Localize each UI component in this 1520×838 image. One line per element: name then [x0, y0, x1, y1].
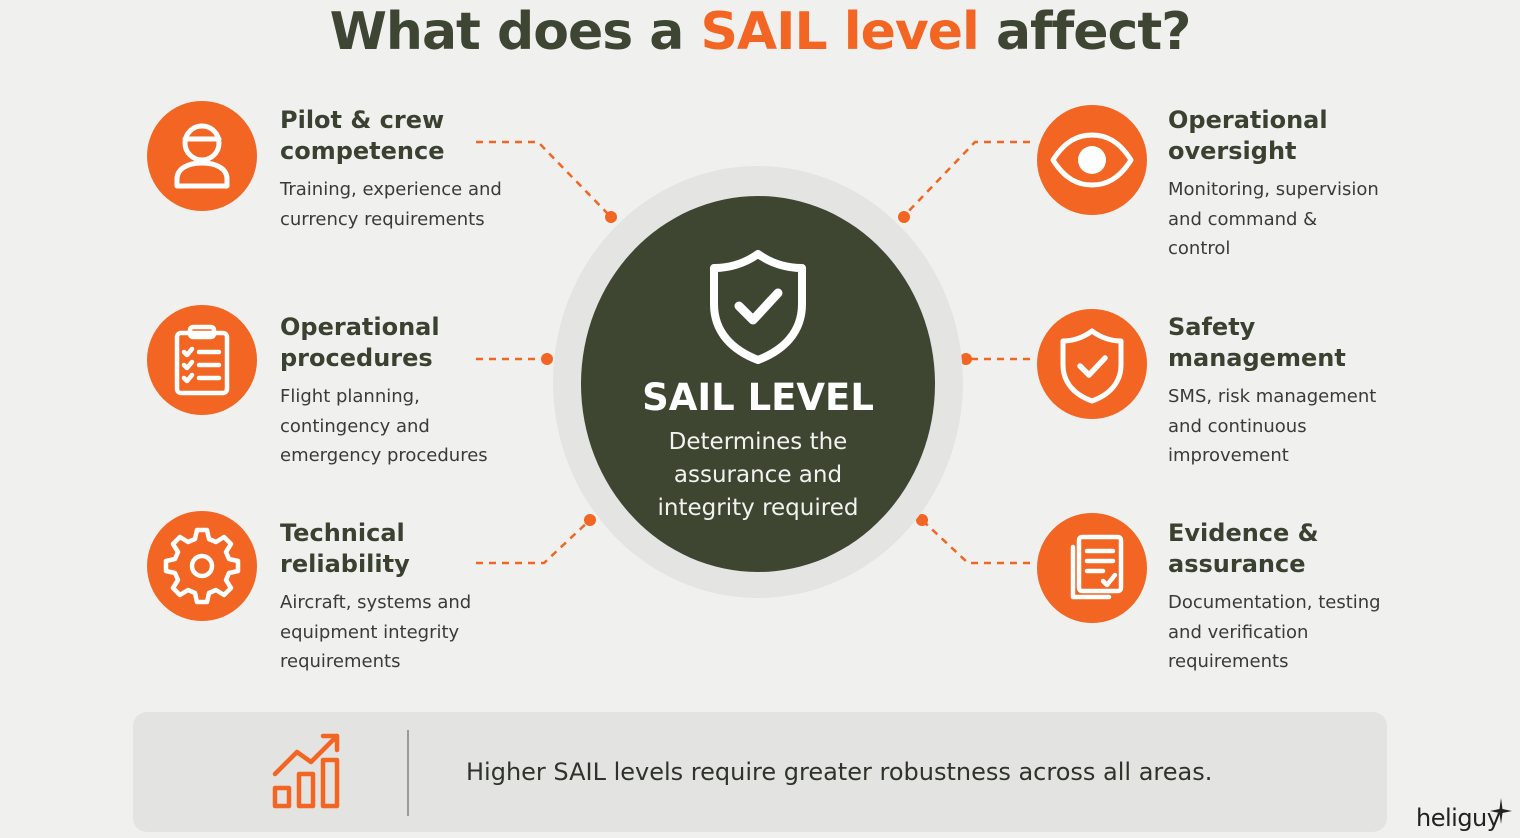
- connector-dot: [584, 514, 596, 526]
- connector-dot: [541, 353, 553, 365]
- footer-text: Higher SAIL levels require greater robus…: [466, 758, 1213, 786]
- title-before: What does a: [329, 2, 701, 62]
- footer-banner: Higher SAIL levels require greater robus…: [133, 712, 1387, 832]
- gear-icon: [163, 527, 241, 605]
- connector-oversight: [903, 140, 1030, 217]
- page-title: What does a SAIL level affect?: [0, 2, 1520, 62]
- brand-logo: heliguy: [1416, 804, 1501, 832]
- clipboard-checklist-icon: [174, 324, 230, 396]
- title-highlight: SAIL level: [700, 2, 979, 62]
- item-operational-procedures: Operational procedures Flight planning, …: [280, 312, 540, 471]
- shield-icon-badge: [1037, 309, 1147, 419]
- bar-chart-growth-icon: [272, 733, 340, 809]
- item-title: Operational oversight: [1168, 106, 1328, 165]
- item-title: Technical reliability: [280, 519, 410, 578]
- connector-technical: [476, 519, 591, 565]
- clipboard-icon-badge: [147, 305, 257, 415]
- item-description: Training, experience and currency requir…: [280, 179, 502, 230]
- connector-evidence: [921, 519, 1030, 565]
- item-technical-reliability: Technical reliability Aircraft, systems …: [280, 518, 520, 677]
- center-circle: SAIL LEVEL Determines the assurance and …: [581, 196, 935, 572]
- item-safety-management: Safety management SMS, risk management a…: [1168, 312, 1408, 471]
- item-evidence-assurance: Evidence & assurance Documentation, test…: [1168, 518, 1408, 677]
- item-title: Evidence & assurance: [1168, 519, 1319, 578]
- item-description: Documentation, testing and verification …: [1168, 592, 1381, 672]
- eye-icon-badge: [1037, 105, 1147, 215]
- pilot-icon: [174, 123, 230, 189]
- item-description: SMS, risk management and continuous impr…: [1168, 386, 1377, 466]
- pilot-icon-badge: [147, 101, 257, 211]
- connector-dot: [916, 514, 928, 526]
- item-title: Operational procedures: [280, 313, 440, 372]
- item-pilot-crew: Pilot & crew competence Training, experi…: [280, 105, 520, 234]
- item-description: Aircraft, systems and equipment integrit…: [280, 592, 472, 672]
- center-description: Determines the assurance and integrity r…: [657, 429, 859, 521]
- footer-divider: [407, 730, 409, 816]
- item-title: Pilot & crew competence: [280, 106, 445, 165]
- shield-check-icon: [710, 250, 806, 364]
- center-title: SAIL LEVEL: [642, 376, 874, 419]
- connector-pilot: [476, 140, 611, 217]
- sparkle-icon: [1490, 798, 1512, 824]
- item-description: Flight planning, contingency and emergen…: [280, 386, 488, 466]
- item-title: Safety management: [1168, 313, 1346, 372]
- gear-icon-badge: [147, 511, 257, 621]
- item-operational-oversight: Operational oversight Monitoring, superv…: [1168, 105, 1408, 264]
- item-description: Monitoring, supervision and command & co…: [1168, 179, 1379, 259]
- shield-check-icon: [1060, 328, 1124, 404]
- documents-icon: [1070, 534, 1124, 600]
- eye-icon: [1050, 132, 1134, 188]
- documents-icon-badge: [1037, 513, 1147, 623]
- connector-dot: [898, 211, 910, 223]
- title-after: affect?: [978, 2, 1191, 62]
- connector-dot: [605, 211, 617, 223]
- connector-dot: [960, 353, 972, 365]
